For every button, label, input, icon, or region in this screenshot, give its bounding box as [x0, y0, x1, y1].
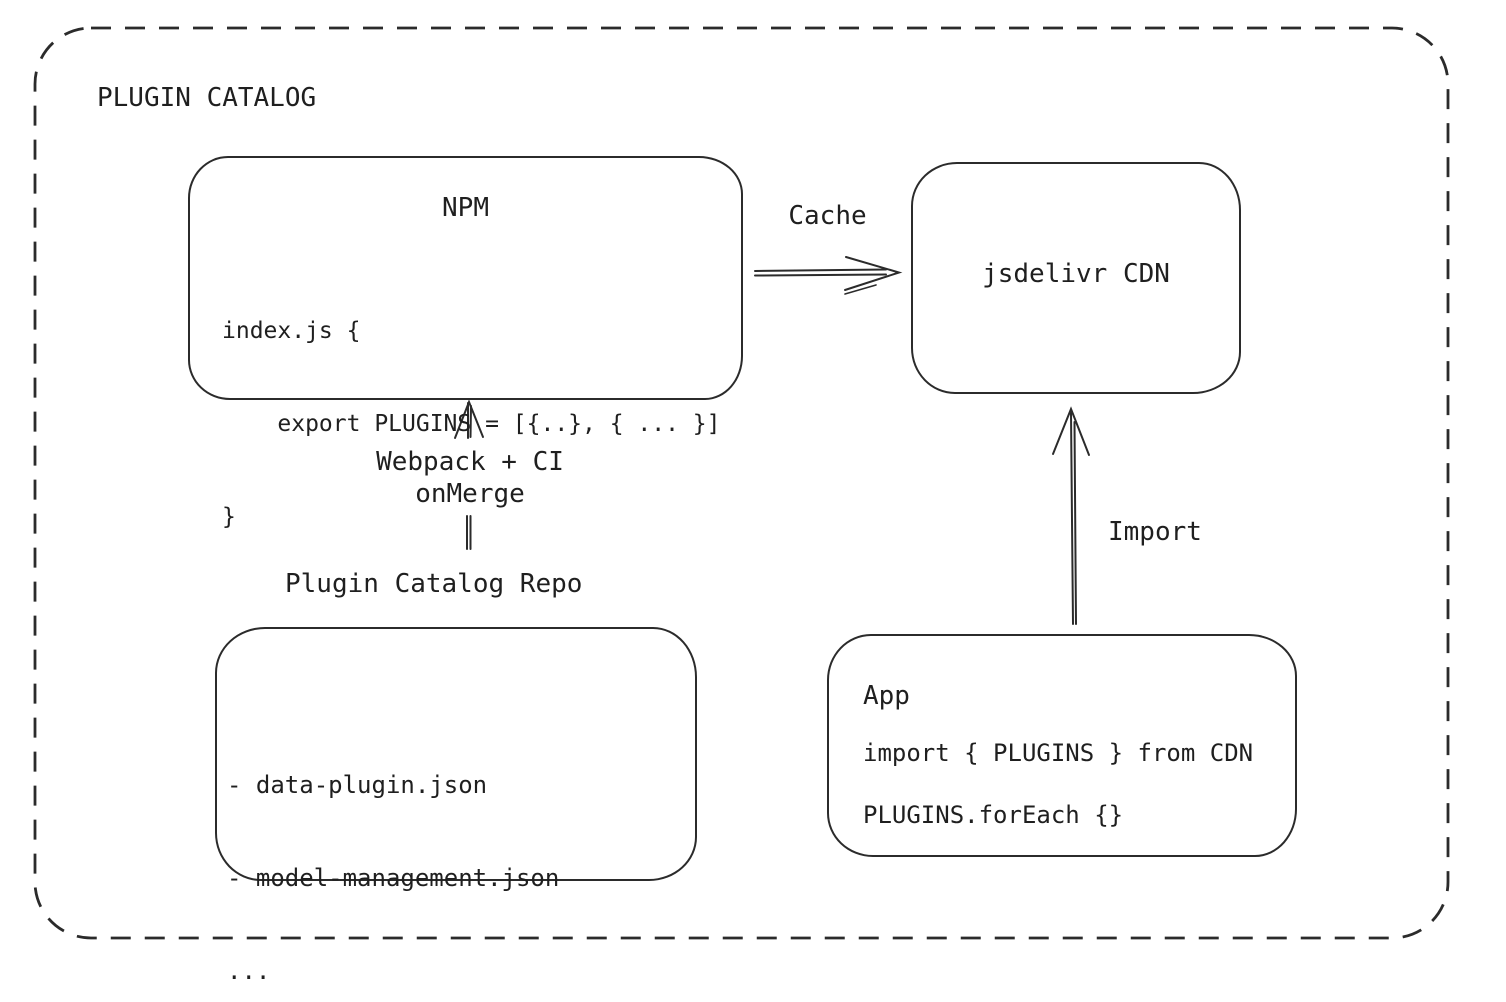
repo-file-item: ...: [227, 957, 271, 985]
cdn-box-label: jsdelivr CDN: [982, 259, 1170, 289]
npm-code-line: }: [222, 504, 236, 530]
cache-arrow-label: Cache: [788, 201, 867, 231]
build-arrow: [454, 399, 484, 550]
build-arrow-label-line1: Webpack + CI: [376, 447, 564, 477]
cache-arrow: [754, 256, 903, 295]
npm-code-line: index.js {: [222, 318, 361, 344]
cdn-box: [911, 162, 1241, 394]
npm-code-block: index.js { export PLUGINS = [{..}, { ...…: [222, 254, 721, 595]
app-box-title: App: [863, 681, 910, 711]
npm-box: [188, 156, 743, 400]
outer-dashed-border: [33, 26, 1450, 940]
repo-file-list: - data-plugin.json - model-management.js…: [227, 708, 559, 1002]
build-arrow-label-line2: onMerge: [415, 479, 525, 509]
import-arrow-label: Import: [1108, 517, 1202, 547]
diagram-title: PLUGIN CATALOG: [97, 83, 317, 113]
app-box: [827, 634, 1297, 857]
app-code-line: PLUGINS.forEach {}: [863, 801, 1124, 829]
repo-box-title: Plugin Catalog Repo: [285, 569, 583, 599]
npm-code-line: export PLUGINS = [{..}, { ... }]: [222, 411, 721, 437]
repo-file-item: - model-management.json: [227, 864, 560, 892]
npm-box-title: NPM: [442, 193, 489, 223]
app-code-line: import { PLUGINS } from CDN: [863, 739, 1254, 767]
import-arrow: [1052, 406, 1090, 625]
repo-file-item: - data-plugin.json: [227, 771, 488, 799]
repo-box: [215, 627, 697, 881]
